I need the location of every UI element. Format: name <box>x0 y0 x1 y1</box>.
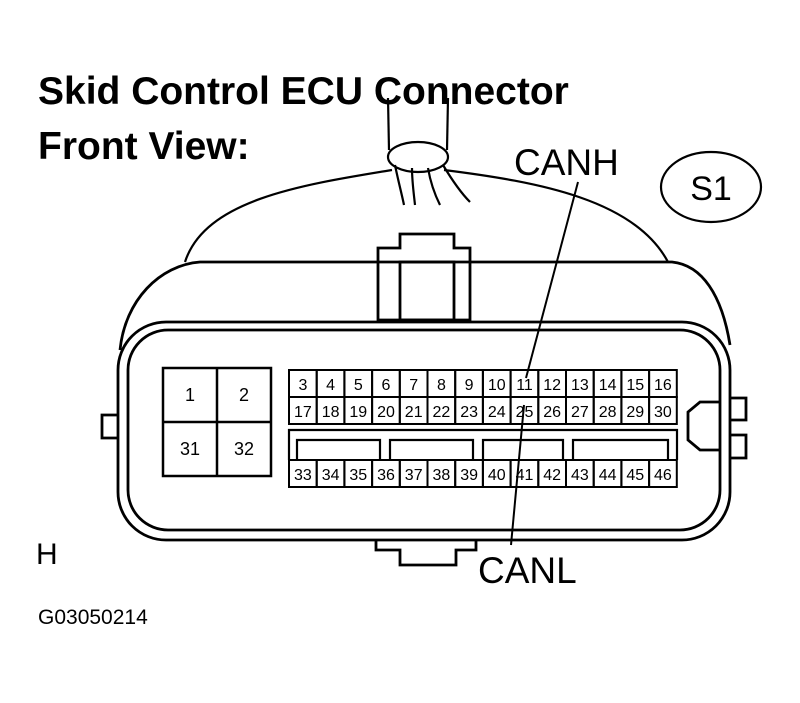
key-slots <box>287 428 679 460</box>
pin-number: 17 <box>294 404 312 421</box>
pin-number: 18 <box>322 404 340 421</box>
pin-number: 37 <box>405 467 423 484</box>
canl-label: CANL <box>478 550 577 591</box>
figure-code: G03050214 <box>38 606 148 629</box>
wire-harness <box>183 97 669 263</box>
pin-number: 21 <box>405 404 423 421</box>
pin-number: 16 <box>654 377 672 394</box>
pin-number: 10 <box>488 377 506 394</box>
pin-32: 32 <box>234 439 254 459</box>
pin-number: 15 <box>626 377 644 394</box>
pin-number: 6 <box>382 377 391 394</box>
h-mark: H <box>36 538 58 571</box>
pin-number: 45 <box>626 467 644 484</box>
pin-number: 13 <box>571 377 589 394</box>
left-pin-block: 1 2 31 32 <box>161 366 273 478</box>
pin-number: 24 <box>488 404 506 421</box>
canh-label: CANH <box>514 142 619 183</box>
pin-number: 33 <box>294 467 312 484</box>
pin-31: 31 <box>180 439 200 459</box>
diagram-title-line2: Front View: <box>38 125 250 168</box>
pin-number: 5 <box>354 377 363 394</box>
pin-number: 25 <box>516 404 534 421</box>
pin-number: 4 <box>326 377 335 394</box>
pin-number: 20 <box>377 404 395 421</box>
pin-number: 44 <box>599 467 617 484</box>
pin-number: 14 <box>599 377 617 394</box>
pin-number: 30 <box>654 404 672 421</box>
pin-number: 40 <box>488 467 506 484</box>
diagram-title-line1: Skid Control ECU Connector <box>38 70 569 113</box>
pin-number: 22 <box>433 404 451 421</box>
pin-cell <box>648 396 678 425</box>
pin-number: 8 <box>437 377 446 394</box>
pin-number: 34 <box>322 467 340 484</box>
canh-callout: CANH <box>514 142 619 379</box>
connector-code: S1 <box>690 170 732 208</box>
pin-1: 1 <box>185 385 195 405</box>
pin-number: 12 <box>543 377 561 394</box>
pin-cell <box>648 459 678 488</box>
pin-number: 26 <box>543 404 561 421</box>
pin-number: 9 <box>465 377 474 394</box>
pin-2: 2 <box>239 385 249 405</box>
canl-callout: CANL <box>478 404 577 591</box>
pin-number: 3 <box>298 377 307 394</box>
pin-number: 36 <box>377 467 395 484</box>
pin-number: 28 <box>599 404 617 421</box>
pin-number: 35 <box>349 467 367 484</box>
pin-number: 38 <box>433 467 451 484</box>
pin-number: 11 <box>516 377 533 394</box>
pin-number: 42 <box>543 467 561 484</box>
connector-code-badge: S1 <box>659 150 763 224</box>
pin-number: 39 <box>460 467 478 484</box>
connector-housing <box>100 232 748 567</box>
pin-number: 23 <box>460 404 478 421</box>
pin-number: 7 <box>409 377 418 394</box>
pin-number: 46 <box>654 467 672 484</box>
pin-number: 27 <box>571 404 589 421</box>
pin-number: 29 <box>626 404 644 421</box>
pin-number: 19 <box>349 404 367 421</box>
pin-number: 43 <box>571 467 589 484</box>
pin-number: 41 <box>516 467 534 484</box>
